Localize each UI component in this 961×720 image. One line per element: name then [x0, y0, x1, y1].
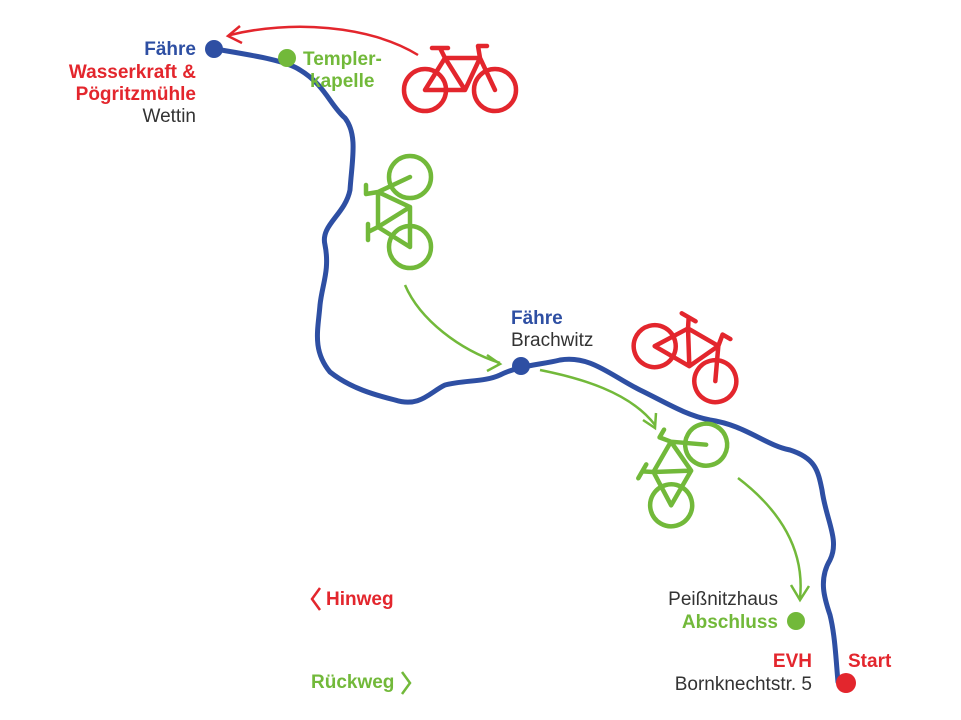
ferry-wettin-marker [205, 40, 223, 58]
river-path [212, 46, 841, 685]
chevron-left-icon [310, 587, 322, 611]
bicycle-icon [404, 46, 516, 111]
ferry-brachwitz-marker [512, 357, 530, 375]
outbound-arrow [229, 25, 419, 57]
wasserkraft-label: Wasserkraft & [69, 62, 196, 83]
abschluss-label: Abschluss [682, 612, 778, 633]
bicycle-icon [366, 156, 431, 268]
outbound-arrow-head [225, 25, 243, 45]
return-arrow-1 [403, 284, 501, 365]
return-arrow-1-head [486, 353, 503, 373]
chevron-right-icon [400, 671, 412, 695]
peissnitzhaus-label: Peißnitzhaus [668, 589, 778, 610]
templerkapelle-marker [278, 49, 296, 67]
brachwitz-place-label: Brachwitz [511, 330, 593, 351]
evh-label: EVH [773, 651, 812, 672]
return-arrow-2-head [642, 412, 658, 431]
templer-label-line2: kapelle [310, 71, 374, 92]
legend-outbound-label: Hinweg [326, 589, 394, 610]
templer-label-line1: Templer- [303, 49, 382, 70]
ferry-brachwitz-label: Fähre [511, 308, 563, 329]
return-arrow-3 [737, 477, 802, 599]
wettin-place-label: Wettin [142, 106, 196, 127]
poegritzmuehle-label: Pögritzmühle [76, 84, 196, 105]
start-label: Start [848, 651, 892, 672]
address-label: Bornknechtstr. 5 [675, 674, 812, 695]
peissnitzhaus-marker [787, 612, 805, 630]
return-arrow-3-head [789, 584, 811, 603]
legend-return-label: Rückweg [311, 672, 394, 693]
start-marker [836, 673, 856, 693]
return-arrow-2 [539, 368, 656, 426]
ferry-wettin-label: Fähre [144, 39, 196, 60]
